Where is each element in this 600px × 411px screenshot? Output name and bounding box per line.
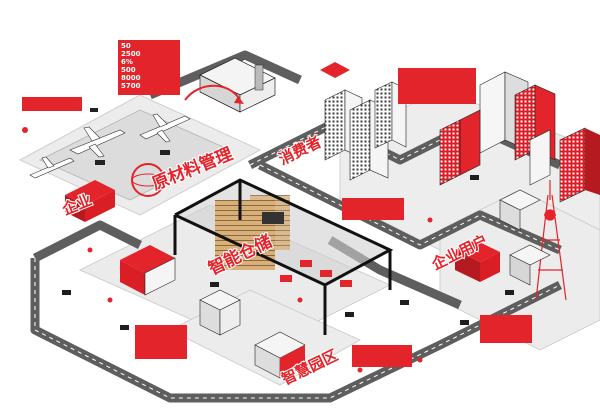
truck-icon: [95, 160, 105, 165]
callout-top-right: [398, 68, 476, 104]
company-building: [65, 180, 115, 222]
arrow-icon: [234, 96, 244, 104]
consumer-towers: [320, 62, 407, 181]
arrow-icon: [184, 84, 241, 101]
stat-value: 5700: [121, 82, 141, 90]
conveyor-robots: [280, 260, 352, 287]
truck-icon: [90, 108, 98, 112]
depot-buildings: [120, 245, 241, 336]
stat-value: 6%: [121, 58, 133, 66]
smart-warehouse: [173, 178, 394, 335]
stat-value: 2500: [121, 50, 141, 58]
smart-park-building: [254, 331, 306, 379]
callout-bottom: [352, 345, 412, 367]
airplane-icon: [139, 113, 191, 143]
callout-center: [342, 198, 404, 220]
callout-left: [22, 97, 82, 111]
airport-zone: [29, 108, 232, 222]
truck-icon: [62, 175, 514, 330]
stat-value: 500: [121, 66, 136, 74]
tower-icon: [535, 180, 567, 301]
stat-value: 8000: [121, 74, 141, 82]
road-west: [32, 220, 143, 263]
callout-bottom-right: [480, 315, 532, 343]
airplane-icon: [29, 156, 75, 179]
truck-icon: [160, 150, 170, 155]
stat-value: 50: [121, 42, 131, 50]
enterprise-buildings: [455, 189, 551, 286]
screen-icon: [262, 212, 284, 224]
airplane-icon: [69, 126, 126, 158]
callout-bottom-left: [135, 325, 187, 359]
road-north-west: [148, 50, 302, 100]
callout-top-left: 50 2500 6% 500 8000 5700: [118, 40, 180, 95]
city-buildings: [439, 71, 600, 203]
